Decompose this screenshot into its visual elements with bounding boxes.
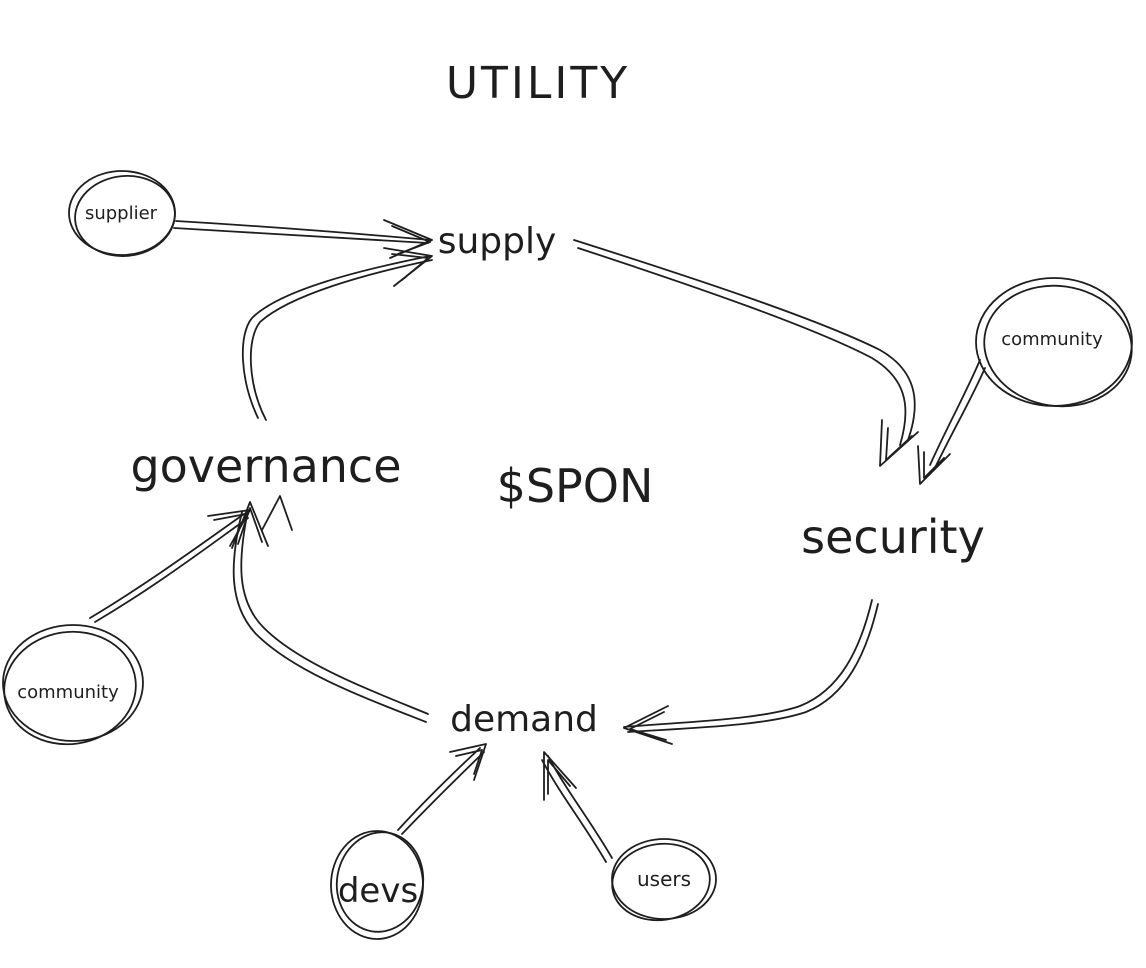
- arrow-governance-double-head: [261, 495, 293, 531]
- community-right-circle-outline: [983, 284, 1133, 408]
- actor-devs: devs: [330, 830, 425, 940]
- node-governance: governance: [130, 439, 401, 493]
- diagram-title: UTILITY: [446, 58, 630, 109]
- community-left-circle: [2, 624, 144, 742]
- arrow-community-left-to-governance: [89, 509, 251, 623]
- arrow-supplier-to-supply: [173, 219, 433, 259]
- arrow-demand-to-governance: [231, 501, 429, 723]
- arrow-devs-to-demand: [397, 743, 487, 835]
- devs-circle-outline: [335, 831, 425, 933]
- center-token-label: $SPON: [497, 459, 654, 513]
- actor-community-left: community: [2, 624, 144, 746]
- arrow-governance-to-supply: [241, 247, 433, 421]
- community-left-circle-outline: [3, 630, 137, 746]
- supplier-circle-outline: [74, 174, 176, 258]
- arrow-security-to-demand: [623, 599, 879, 745]
- arrow-community-right-to-security: [917, 359, 986, 485]
- actor-users: users: [611, 838, 717, 922]
- users-circle-outline: [611, 842, 711, 922]
- node-security: security: [801, 510, 985, 564]
- actor-supplier-label: supplier: [85, 203, 158, 224]
- actor-community-right: community: [975, 277, 1133, 408]
- arrow-supply-to-security: [573, 239, 919, 467]
- node-supply: supply: [438, 221, 557, 262]
- actor-supplier: supplier: [68, 170, 176, 258]
- actor-community-left-label: community: [17, 682, 119, 703]
- arrow-users-to-demand: [541, 751, 613, 863]
- actor-devs-label: devs: [338, 871, 418, 911]
- node-demand: demand: [450, 699, 598, 740]
- actor-users-label: users: [637, 867, 691, 891]
- actor-community-right-label: community: [1001, 329, 1103, 350]
